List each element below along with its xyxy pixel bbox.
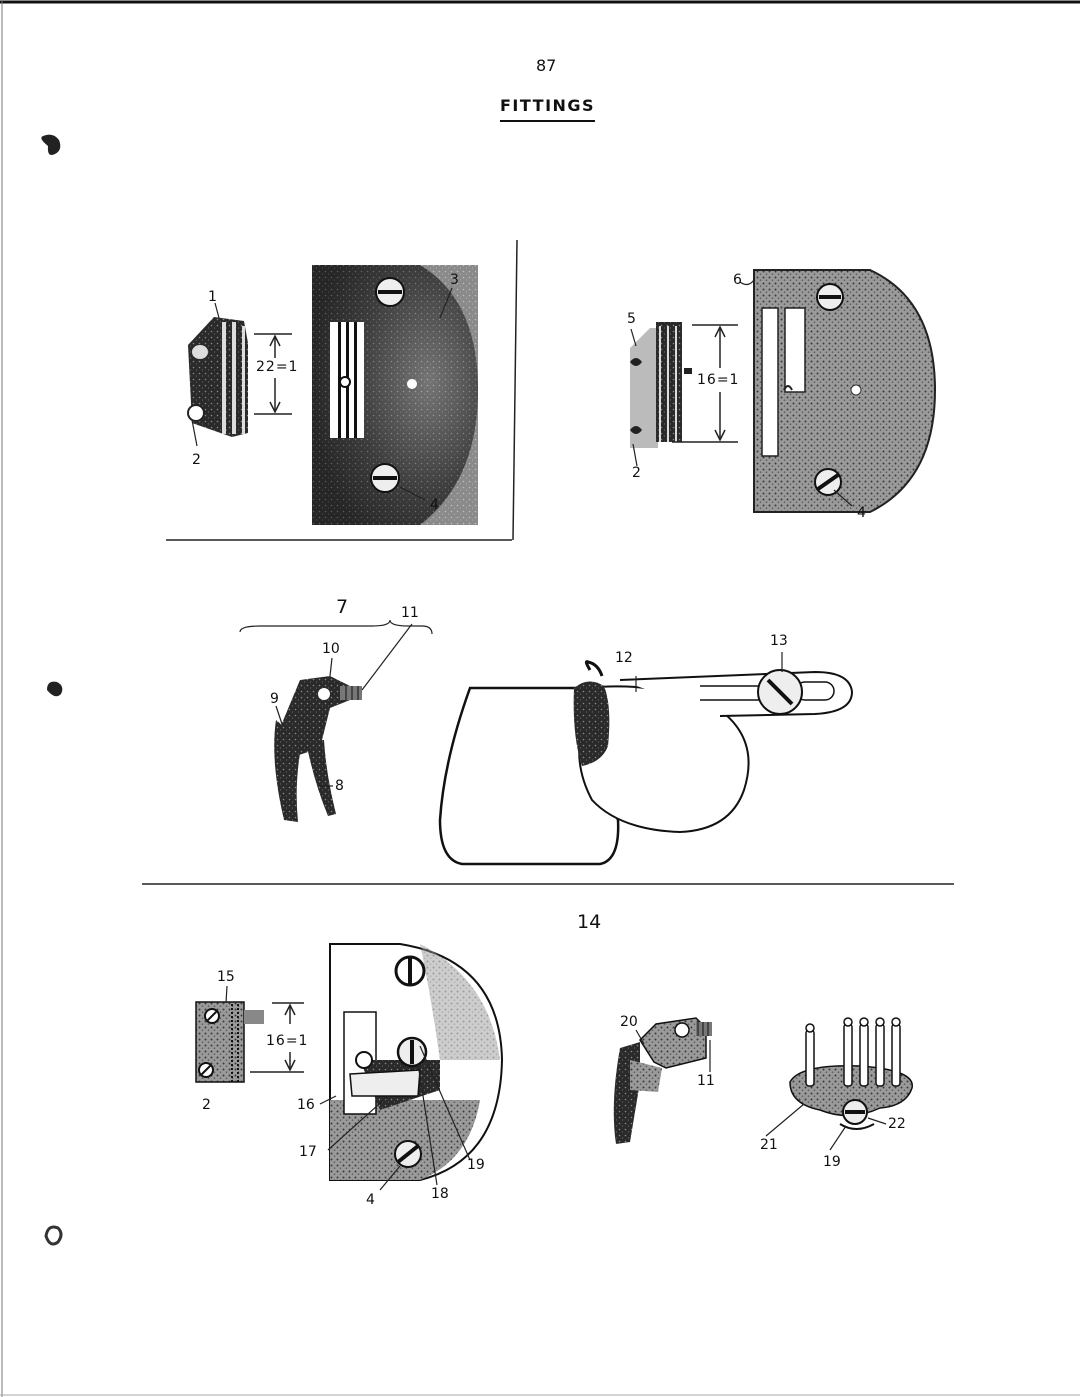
callout-15: 15 (217, 969, 235, 985)
feed-dog-2-icon (630, 322, 692, 448)
hemmer-icon (438, 660, 854, 866)
binder-hole-top-icon (41, 134, 61, 155)
dimension-label: 16=1 (266, 1033, 309, 1049)
callout-13: 13 (770, 633, 788, 649)
feed-dog-1-icon (187, 317, 248, 437)
callout-20: 20 (620, 1014, 638, 1030)
callout-17: 17 (299, 1144, 317, 1160)
callout-4: 4 (857, 505, 866, 521)
figure-number: 7 (336, 596, 349, 618)
callout-10: 10 (322, 641, 340, 657)
callout-11: 11 (697, 1073, 715, 1089)
page-title: FITTINGS (500, 98, 596, 122)
feed-dog-3-icon (195, 1001, 264, 1083)
callout-5: 5 (627, 311, 636, 327)
figure-7 (239, 619, 433, 822)
callout-4: 4 (430, 497, 439, 513)
callout-11: 11 (401, 605, 419, 621)
callout-18: 18 (431, 1186, 449, 1202)
binder-hole-middle-icon (47, 681, 63, 697)
binder-hole-bottom-icon (44, 1225, 63, 1246)
dimension-label: 22=1 (256, 359, 299, 375)
figure-hemmer (438, 652, 854, 866)
needle-plate-3-icon (329, 943, 504, 1181)
callout-22: 22 (888, 1116, 906, 1132)
figure-2 (630, 269, 937, 513)
page-number: 87 (536, 56, 557, 75)
figure-1 (166, 239, 518, 541)
callout-2: 2 (202, 1097, 211, 1113)
spool-pin-plate-icon (789, 1017, 913, 1130)
figure-14 (195, 943, 913, 1191)
figure-number: 14 (577, 911, 602, 933)
callout-8: 8 (335, 778, 344, 794)
dimension-label: 16=1 (697, 372, 740, 388)
callout-6: 6 (733, 272, 742, 288)
callout-9: 9 (270, 691, 279, 707)
callout-16: 16 (297, 1097, 315, 1113)
callout-2: 2 (192, 452, 201, 468)
callout-21: 21 (760, 1137, 778, 1153)
callout-1: 1 (208, 289, 217, 305)
callout-4: 4 (366, 1192, 375, 1208)
presser-foot-1-icon (274, 676, 362, 822)
callout-19: 19 (467, 1157, 485, 1173)
needle-plate-1-icon (312, 265, 478, 525)
presser-foot-2-icon (613, 1017, 712, 1144)
callout-2: 2 (632, 465, 641, 481)
needle-plate-2-icon (753, 269, 937, 513)
callout-12: 12 (615, 650, 633, 666)
callout-3: 3 (450, 272, 459, 288)
callout-19: 19 (823, 1154, 841, 1170)
